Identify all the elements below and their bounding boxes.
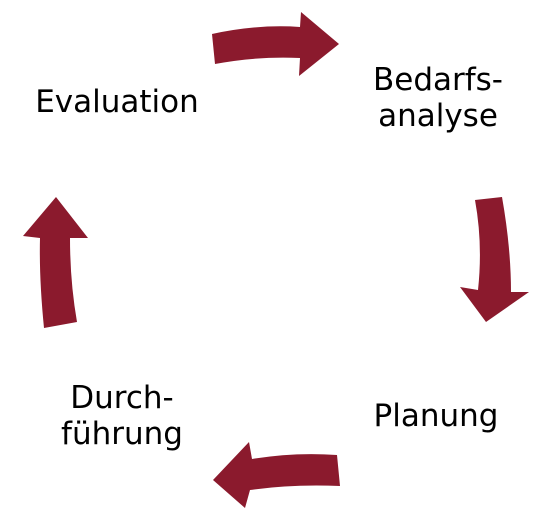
stage-planung-line1: Planung xyxy=(373,398,499,434)
stage-evaluation: Evaluation xyxy=(12,84,222,120)
arrow-evaluation-to-bedarfsanalyse xyxy=(212,12,339,76)
stage-bedarfsanalyse: Bedarfs- analyse xyxy=(338,62,538,134)
stage-evaluation-line1: Evaluation xyxy=(35,84,199,120)
arrow-durchfuehrung-to-evaluation xyxy=(23,197,88,328)
stage-durchfuehrung: Durch- führung xyxy=(22,380,222,452)
stage-bedarfsanalyse-line1: Bedarfs- xyxy=(372,62,503,98)
arrow-bedarfsanalyse-to-planung xyxy=(460,197,529,322)
arrow-planung-to-durchfuehrung xyxy=(213,442,340,508)
stage-durchfuehrung-line2: führung xyxy=(61,416,183,452)
stage-planung: Planung xyxy=(336,398,536,434)
stage-durchfuehrung-line1: Durch- xyxy=(70,380,174,416)
stage-bedarfsanalyse-line2: analyse xyxy=(378,98,498,134)
